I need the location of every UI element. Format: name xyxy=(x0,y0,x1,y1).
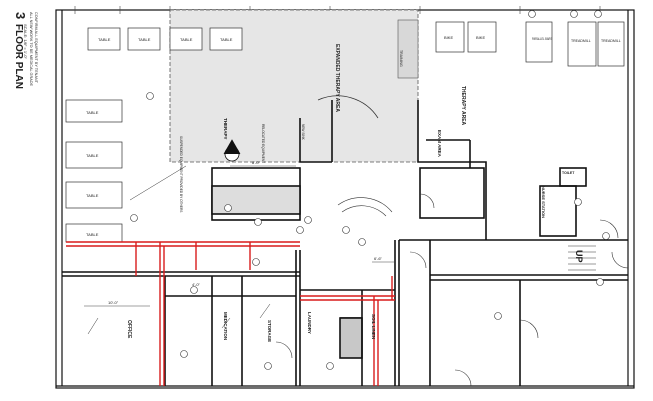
piping-lines xyxy=(66,241,395,386)
note-relocated-equipment: RELOCATED EQUIPMENT xyxy=(261,124,265,163)
equipment-top-right xyxy=(435,21,625,67)
dimension-text: 4'-0" xyxy=(192,282,201,287)
storage-box-top xyxy=(397,19,419,79)
table-label: TABLE xyxy=(220,37,233,42)
drawing-scale: SCALE: 1/8" = 1'-0" xyxy=(23,24,28,59)
therapy-arc xyxy=(317,95,379,119)
room-therapy-area: THERAPY AREA xyxy=(460,86,466,126)
room-office: OFFICE xyxy=(126,320,132,339)
room-exam-area: EXAM AREA xyxy=(437,130,442,158)
room-soil-linen: SOIL LINEN xyxy=(371,314,376,339)
parallel-bars-label: PARALLEL BARS xyxy=(532,37,552,41)
room-toilet: TOILET xyxy=(562,171,575,175)
dimension-lines xyxy=(84,165,394,307)
room-nurse-station: NURSE STATION xyxy=(541,186,546,218)
bike-label: BIKE xyxy=(476,35,485,40)
general-note-2: CONFIRM ALL EQUIPMENT BY TENANT xyxy=(34,12,38,84)
note-new-sink: NEW SINK xyxy=(301,124,305,141)
training-label: TRAINING xyxy=(399,50,403,67)
table-label: TABLE xyxy=(98,37,111,42)
treadmill-label: TREADMILL xyxy=(571,39,591,43)
room-expanded-therapy: EXPANDED THERAPY AREA xyxy=(334,44,340,112)
drawing-number: 3 xyxy=(13,12,28,19)
general-note-1: ALL NEW WORK TO BE MEDICAL GRADE xyxy=(29,12,33,87)
table-label: TABLE xyxy=(86,193,99,198)
interior-walls xyxy=(62,100,628,386)
bike-label: BIKE xyxy=(444,35,453,40)
callout-tags xyxy=(130,10,610,370)
leader-lines xyxy=(87,165,271,335)
treadmill-label: TREADMILL xyxy=(601,39,621,43)
dimension-text: 10'-0" xyxy=(108,300,119,305)
table-label: TABLE xyxy=(86,110,99,115)
table-group-left xyxy=(65,99,123,243)
table-label: TABLE xyxy=(138,37,151,42)
door-swings xyxy=(275,193,629,387)
dimension-text: 6'-6" xyxy=(374,256,383,261)
section-marker xyxy=(223,139,241,162)
room-therapy-box: THERAPY xyxy=(223,118,228,140)
room-storage: STORAGE xyxy=(267,320,272,342)
room-laundry: LAUNDRY xyxy=(307,312,312,334)
room-medication: MEDICATION xyxy=(223,312,228,340)
dimension-text: 8'-0" xyxy=(252,160,261,165)
table-label: TABLE xyxy=(86,232,99,237)
table-label: TABLE xyxy=(86,153,99,158)
drawing-title: FLOOR PLAN xyxy=(13,24,24,89)
title-block: 3 FLOOR PLAN SCALE: 1/8" = 1'-0" ALL NEW… xyxy=(13,12,38,89)
table-label: TABLE xyxy=(180,37,193,42)
table-group-top xyxy=(87,27,243,51)
stair xyxy=(568,245,596,271)
note-suspended-equipment: SUSPENDED EQUIPMENT PROVIDED BY OTHERS xyxy=(179,136,183,212)
expanded-therapy-zone xyxy=(169,9,419,163)
stair-up-label: UP xyxy=(574,250,584,263)
